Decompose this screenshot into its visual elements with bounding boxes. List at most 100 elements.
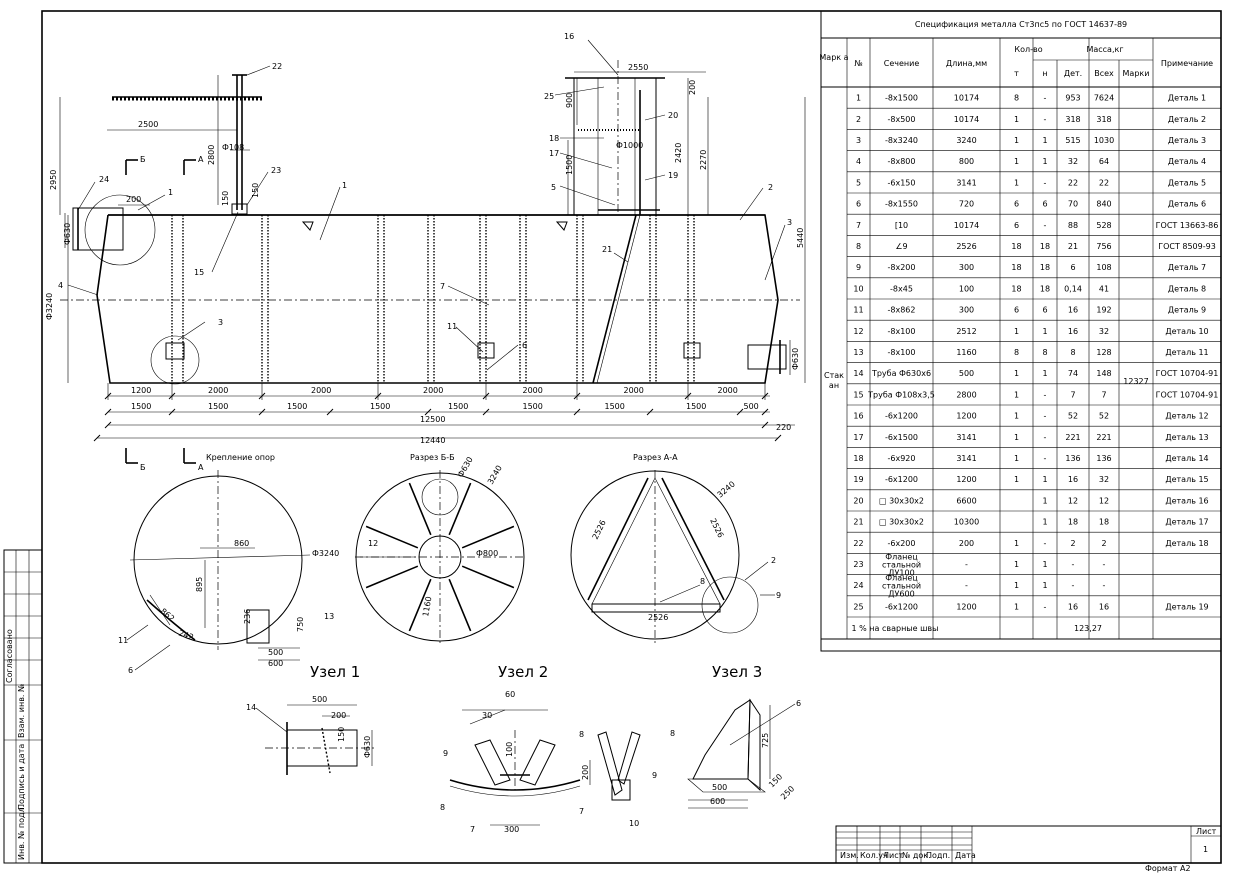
spec-row-num: 2 <box>856 115 861 124</box>
spec-row-mass-det: 32 <box>1068 157 1078 166</box>
spec-row-section: -8х800 <box>888 157 916 166</box>
spec-row-note: Деталь 8 <box>1168 284 1206 293</box>
support-title: Крепление опор <box>206 453 275 462</box>
sup-860: 860 <box>234 539 249 548</box>
spec-row-qty-t: 18 <box>1011 242 1021 251</box>
spec-row-length: 2512 <box>956 327 976 336</box>
tb-col-sign: Подп. <box>926 851 950 860</box>
sup-500: 500 <box>268 648 283 657</box>
spec-row-length: 300 <box>959 263 974 272</box>
spec-row-num: 10 <box>853 284 863 293</box>
bb-d630: Ф630 <box>456 455 475 479</box>
stamp-inv-orig: Инв. № подл. <box>17 805 26 860</box>
spec-row-num: 8 <box>856 242 861 251</box>
bb-d800: Ф800 <box>476 549 498 558</box>
bb-3240: 3240 <box>486 464 504 486</box>
spec-row-qty-n: 1 <box>1042 327 1047 336</box>
spec-row-num: 7 <box>856 221 861 230</box>
spec-row-section: -6х1500 <box>885 433 918 442</box>
spec-row-length: 10174 <box>954 115 979 124</box>
spec-row-qty-t: 1 <box>1014 412 1019 421</box>
dim-900: 900 <box>565 93 574 108</box>
spec-row-mass-all: 136 <box>1096 454 1111 463</box>
spec-row-note: ГОСТ 10704-91 <box>1156 369 1219 378</box>
spec-row-num: 1 <box>856 94 861 103</box>
spec-row-qty-t: 1 <box>1014 178 1019 187</box>
spec-row-mass-all: 16 <box>1099 602 1109 611</box>
spec-row-mass-all: 18 <box>1099 518 1109 527</box>
n2-100: 100 <box>505 742 514 757</box>
dim-2270: 2270 <box>699 150 708 170</box>
stamp-replace-inv: Взам. инв. № <box>17 683 26 738</box>
dim-row2: 1500 <box>208 402 228 411</box>
node2-title: Узел 2 <box>498 663 548 681</box>
section-bb-title: Разрез Б-Б <box>410 453 455 462</box>
n2-300: 300 <box>504 825 519 834</box>
spec-weld-value: 123,27 <box>1074 624 1102 633</box>
spec-row-mass-det: 16 <box>1068 306 1078 315</box>
n2-leader-8c: 8 <box>670 729 675 738</box>
spec-row-mass-all: 7 <box>1101 390 1106 399</box>
tb-col-doc: № док. <box>902 851 931 860</box>
leader-2: 2 <box>768 183 773 192</box>
spec-row-qty-t: 1 <box>1014 539 1019 548</box>
leader-1a: 1 <box>168 188 173 197</box>
spec-row-length: 800 <box>959 157 974 166</box>
spec-row-qty-n: 1 <box>1042 136 1047 145</box>
sup-895: 895 <box>195 577 204 592</box>
spec-row-num: 12 <box>853 327 863 336</box>
spec-row-section: -6х1200 <box>885 602 918 611</box>
n3-150: 150 <box>767 772 784 789</box>
n2-leader-9: 9 <box>443 749 448 758</box>
spec-row-section: -8х862 <box>888 306 916 315</box>
sup-600: 600 <box>268 659 283 668</box>
hdr-section: Сечение <box>884 59 920 68</box>
spec-row-section: Труба Ф108х3,5 <box>867 390 935 399</box>
cut-b-bottom: Б <box>140 463 146 472</box>
tb-col-kol: Кол.уч <box>860 851 888 860</box>
spec-row-section: -8х100 <box>888 327 916 336</box>
hdr-qty: Кол-во <box>1014 45 1042 54</box>
spec-row-qty-t: 6 <box>1014 200 1019 209</box>
spec-row-mass-det: 16 <box>1068 602 1078 611</box>
spec-row-length: 720 <box>959 200 974 209</box>
spec-row-num: 13 <box>853 348 863 357</box>
n2-leader-8b: 8 <box>440 803 445 812</box>
n3-500: 500 <box>712 783 727 792</box>
title-block: Изм. Кол.уч Лист № док. Подп. Дата Лист … <box>835 825 1222 873</box>
spec-row-mass-all: 128 <box>1096 348 1111 357</box>
spec-row-qty-t: 1 <box>1014 560 1019 569</box>
spec-row-num: 23 <box>853 560 863 569</box>
dim-row1: 2000 <box>208 386 228 395</box>
spec-row-length: 300 <box>959 306 974 315</box>
leader-16: 16 <box>564 32 574 41</box>
spec-row-section: -6х150 <box>888 178 916 187</box>
spec-row-mass-det: 953 <box>1065 94 1080 103</box>
spec-row-length: 3240 <box>956 136 976 145</box>
spec-row-mass-det: 74 <box>1068 369 1078 378</box>
n3-600: 600 <box>710 797 725 806</box>
spec-row-qty-n: 1 <box>1042 560 1047 569</box>
spec-row-num: 18 <box>853 454 863 463</box>
dim-2800: 2800 <box>207 145 216 165</box>
spec-row-num: 6 <box>856 200 861 209</box>
leader-20: 20 <box>668 111 678 120</box>
tb-col-izm: Изм. <box>840 851 859 860</box>
spec-row-mass-all: 756 <box>1096 242 1111 251</box>
leader-17: 17 <box>549 149 559 158</box>
spec-row-length: 2526 <box>956 242 976 251</box>
spec-row-qty-t: 1 <box>1014 390 1019 399</box>
tb-format: Формат А2 <box>1145 864 1191 873</box>
spec-row-num: 11 <box>853 306 863 315</box>
spec-row-qty-t: 1 <box>1014 136 1019 145</box>
hdr-marka: Марк а <box>819 53 848 62</box>
sup-242: 242 <box>177 628 194 642</box>
aa-2526a: 2526 <box>591 519 608 541</box>
spec-row-mass-det: 52 <box>1068 412 1078 421</box>
n2-leader-10: 10 <box>629 819 639 828</box>
dim-row1: 2000 <box>311 386 331 395</box>
spec-row-mass-det: 221 <box>1065 433 1080 442</box>
spec-row-length: 200 <box>959 539 974 548</box>
spec-row-mass-all: 221 <box>1096 433 1111 442</box>
